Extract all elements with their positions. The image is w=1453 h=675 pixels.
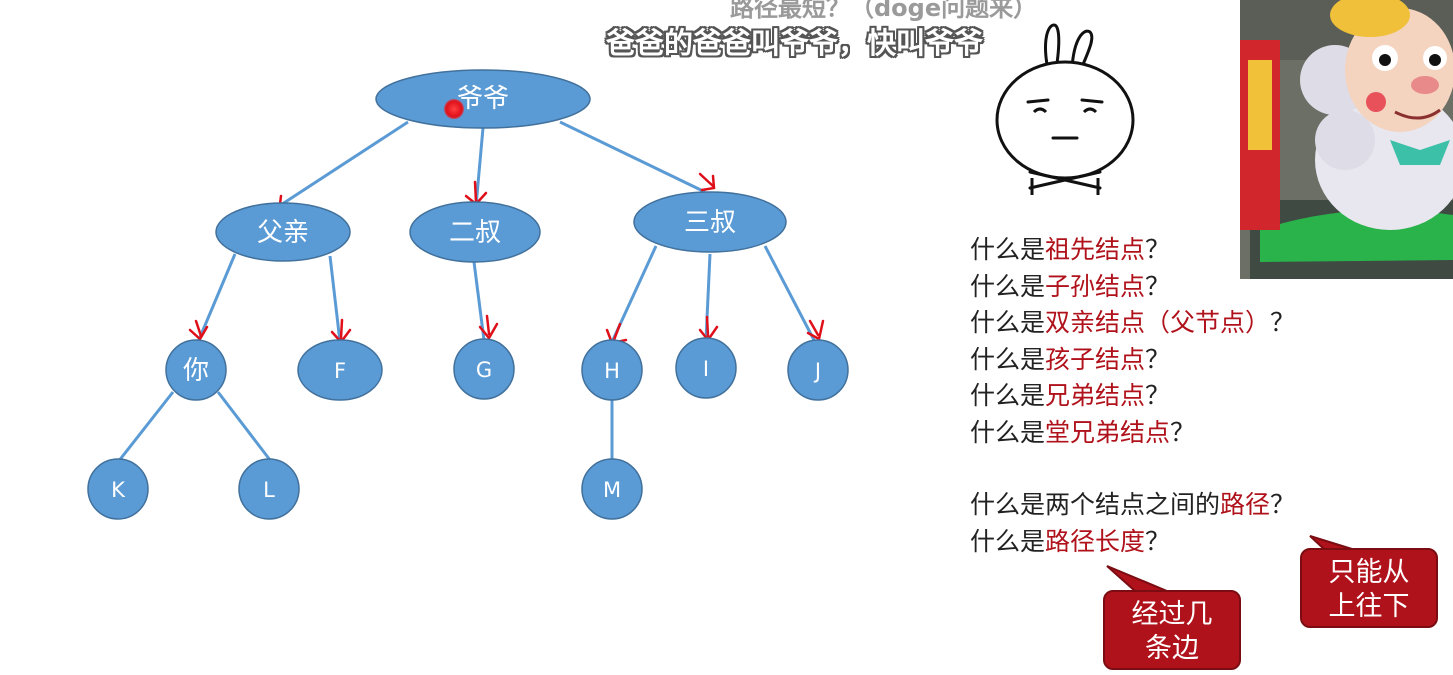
node-F-label: F	[334, 359, 346, 383]
edge-root-uncle3	[559, 120, 706, 194]
node-I: I	[675, 337, 737, 399]
node-root-label: 爷爷	[457, 84, 509, 114]
node-uncle2: 二叔	[409, 201, 541, 263]
question-descendant: 什么是子孙结点？	[970, 271, 1171, 301]
edge-root-uncle2	[474, 127, 485, 207]
rabbit-sticker-image	[995, 23, 1135, 195]
question-parent: 什么是双亲结点（父节点）？	[970, 308, 1296, 337]
node-father-label: 父亲	[257, 218, 309, 248]
sheep-toy-photo	[1240, 0, 1453, 279]
arrow-mark-uncle3	[698, 172, 716, 192]
callout-path-length-line2: 条边	[1145, 633, 1199, 664]
node-F: F	[297, 339, 383, 401]
node-G: G	[453, 338, 515, 400]
arrow-mark-F	[330, 318, 352, 344]
callout-path-direction-line1: 只能从	[1328, 557, 1410, 588]
node-M: M	[581, 458, 643, 520]
node-M-label: M	[603, 478, 621, 502]
node-uncle2-label: 二叔	[449, 218, 501, 248]
node-uncle3-label: 三叔	[684, 208, 736, 238]
node-K: K	[87, 458, 149, 520]
question-path-length: 什么是路径长度？	[970, 526, 1171, 556]
callout-path-length-line1: 经过几	[1131, 599, 1213, 630]
node-root: 爷爷	[375, 69, 591, 129]
edge-father-F	[328, 255, 342, 343]
tree-nodes: 爷爷 父亲 二叔 三叔 你 F G H	[87, 69, 849, 520]
question-cousin: 什么是堂兄弟结点？	[970, 417, 1196, 447]
node-I-label: I	[703, 357, 709, 381]
edge-root-father	[269, 120, 409, 214]
node-G-label: G	[476, 358, 492, 382]
subtitle-caption: 爸爸的爸爸叫爷爷，快叫爷爷	[606, 26, 984, 60]
node-J: J	[787, 339, 849, 401]
family-tree-diagram: 爷爷 父亲 二叔 三叔 你 F G H	[87, 69, 849, 520]
spacer	[970, 451, 1295, 487]
arrow-mark-uncle2	[464, 180, 488, 206]
callout-tail	[1106, 565, 1168, 592]
question-child: 什么是孩子结点？	[970, 344, 1171, 374]
node-L: L	[238, 458, 300, 520]
edge-you-L	[216, 391, 272, 461]
tree-edges	[116, 120, 817, 463]
callout-path-direction: 只能从 上往下	[1300, 535, 1438, 628]
question-ancestor: 什么是祖先结点？	[970, 235, 1171, 264]
node-K-label: K	[111, 478, 126, 502]
node-you-label: 你	[183, 356, 209, 386]
edge-you-K	[116, 391, 175, 463]
edge-uncle2-G	[472, 261, 486, 341]
callout-path-direction-line2: 上往下	[1328, 591, 1410, 622]
node-H: H	[581, 339, 643, 401]
node-you: 你	[165, 339, 227, 401]
edge-uncle3-J	[763, 245, 817, 343]
callout-path-length: 经过几 条边	[1103, 565, 1241, 670]
arrow-mark-J	[806, 319, 825, 341]
callout-tail	[1309, 535, 1353, 550]
node-uncle3: 三叔	[633, 191, 787, 253]
question-path: 什么是两个结点之间的路径？	[970, 490, 1296, 519]
node-L-label: L	[263, 478, 275, 502]
question-sibling: 什么是兄弟结点？	[970, 381, 1171, 410]
edge-father-you	[196, 253, 237, 343]
node-H-label: H	[604, 359, 620, 383]
node-father: 父亲	[215, 202, 351, 262]
arrow-mark-I	[698, 315, 719, 343]
laser-pointer-dot	[444, 99, 464, 119]
questions-list: 什么是祖先结点？ 什么是子孙结点？ 什么是双亲结点（父节点）？ 什么是孩子结点？…	[970, 232, 1295, 560]
arrow-mark-G	[478, 314, 499, 341]
top-caption: 路径最短？（doge问题来）	[730, 0, 1038, 22]
node-J-label: J	[813, 359, 821, 383]
arrow-mark-you	[188, 319, 209, 341]
